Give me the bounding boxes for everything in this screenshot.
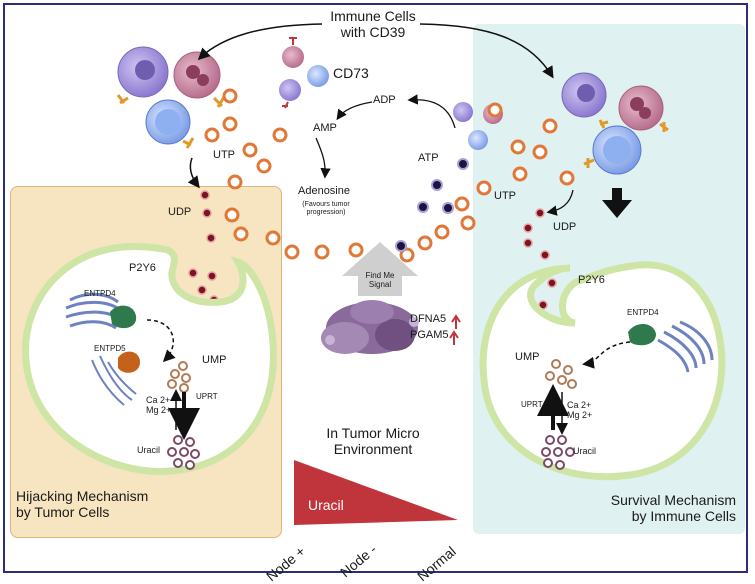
tumor-blob — [321, 300, 419, 354]
utp-left-label: UTP — [213, 149, 235, 161]
ions-right-line1: Ca 2+ — [567, 400, 592, 410]
cd73-label: CD73 — [333, 65, 369, 81]
top-title-line2: with CD39 — [340, 24, 406, 41]
pgam5-up-arrow-icon — [449, 330, 459, 345]
dfna5-up-arrow-icon — [451, 314, 461, 329]
find-me-label: Find Me Signal — [360, 271, 400, 289]
p2y6-right-label: P2Y6 — [578, 274, 605, 286]
arrow-top-left-icon — [197, 23, 323, 61]
ions-right: Ca 2+ Mg 2+ — [567, 400, 592, 421]
golgi-right — [657, 320, 714, 373]
right-caption: Survival Mechanism by Immune Cells — [576, 492, 736, 524]
find-me-line1: Find Me — [365, 271, 395, 280]
triangle-label: Uracil — [308, 497, 344, 513]
dfna5-label: DFNA5 — [410, 313, 447, 325]
uracil-left-label: Uracil — [137, 445, 161, 455]
ions-left: Ca 2+ Mg 2+ — [146, 395, 171, 416]
immune-cells-top-right — [453, 72, 669, 175]
uracil-right-label: Uracil — [573, 446, 597, 456]
ions-right-line2: Mg 2+ — [567, 410, 593, 421]
udp-molecules-left — [188, 190, 219, 307]
left-cell — [22, 243, 277, 475]
er-left — [91, 355, 137, 406]
entpd5-left-label: ENTPD5 — [94, 344, 126, 353]
adenosine-note: (Favours tumor progression) — [298, 201, 354, 217]
top-title: Immune Cells with CD39 — [318, 8, 428, 40]
udp-left-label: UDP — [168, 206, 192, 218]
uracil-triangle — [294, 460, 458, 525]
ump-right-label: UMP — [515, 351, 540, 363]
arrow-top-right-icon — [419, 23, 554, 79]
dashed-arrow-right-icon — [582, 341, 631, 369]
find-me-line2: Signal — [368, 280, 392, 290]
left-caption-line1: Hijacking Mechanism — [16, 488, 149, 504]
dashed-arrow-left-icon — [146, 319, 176, 363]
find-me-arrow-icon — [342, 242, 418, 296]
center-caption: In Tumor Micro Environment — [303, 425, 443, 457]
uprt-right-label: UPRT — [521, 400, 543, 409]
adenosine-note-line2: progression) — [306, 209, 346, 217]
pgam5-label: PGAM5 — [410, 329, 449, 341]
entpd4-left-label: ENTPD4 — [84, 289, 116, 298]
top-title-line1: Immune Cells — [330, 8, 416, 24]
center-caption-line1: In Tumor Micro — [326, 425, 420, 441]
ump-molecules-right — [545, 359, 577, 389]
uracil-molecules-right — [541, 435, 575, 470]
utp-molecules — [204, 88, 575, 263]
amp-label: AMP — [313, 122, 337, 134]
adp-label: ADP — [373, 94, 396, 106]
entpd4-protein-left — [110, 305, 137, 329]
atp-label: ATP — [418, 152, 439, 164]
entpd4-protein-right — [628, 323, 656, 346]
right-caption-line2: by Immune Cells — [631, 508, 736, 525]
right-caption-line1: Survival Mechanism — [610, 492, 736, 508]
figure-frame — [3, 3, 748, 573]
entpd4-right-label: ENTPD4 — [627, 308, 659, 317]
uprt-left-label: UPRT — [196, 392, 218, 401]
arrow-udp-right-icon — [546, 189, 574, 216]
immune-cells-top-left — [116, 46, 226, 149]
atp-molecules — [395, 158, 469, 252]
bold-down-arrow-icon — [602, 188, 632, 218]
arrow-atp-adp-icon — [407, 94, 456, 129]
uracil-molecules-left — [167, 435, 200, 470]
left-caption: Hijacking Mechanism by Tumor Cells — [16, 488, 148, 520]
utp-right-label: UTP — [494, 190, 516, 202]
ions-left-line2: Mg 2+ — [146, 405, 172, 416]
arrow-utp-left-icon — [187, 157, 200, 189]
adenosine-note-line1: (Favours tumor — [302, 201, 350, 208]
udp-right-label: UDP — [553, 221, 577, 233]
p2y6-left-label: P2Y6 — [129, 262, 156, 274]
arrow-amp-adenosine-icon — [315, 137, 331, 179]
right-cell — [479, 261, 726, 481]
ions-left-line1: Ca 2+ — [146, 395, 171, 405]
ump-left-label: UMP — [202, 354, 227, 366]
arrow-adp-amp-icon — [336, 101, 373, 121]
adenosine-label: Adenosine — [298, 185, 350, 197]
entpd5-protein-left — [118, 351, 140, 373]
left-caption-line2: by Tumor Cells — [16, 504, 110, 521]
center-caption-line2: Environment — [333, 441, 413, 458]
cd73-cells — [279, 37, 329, 109]
